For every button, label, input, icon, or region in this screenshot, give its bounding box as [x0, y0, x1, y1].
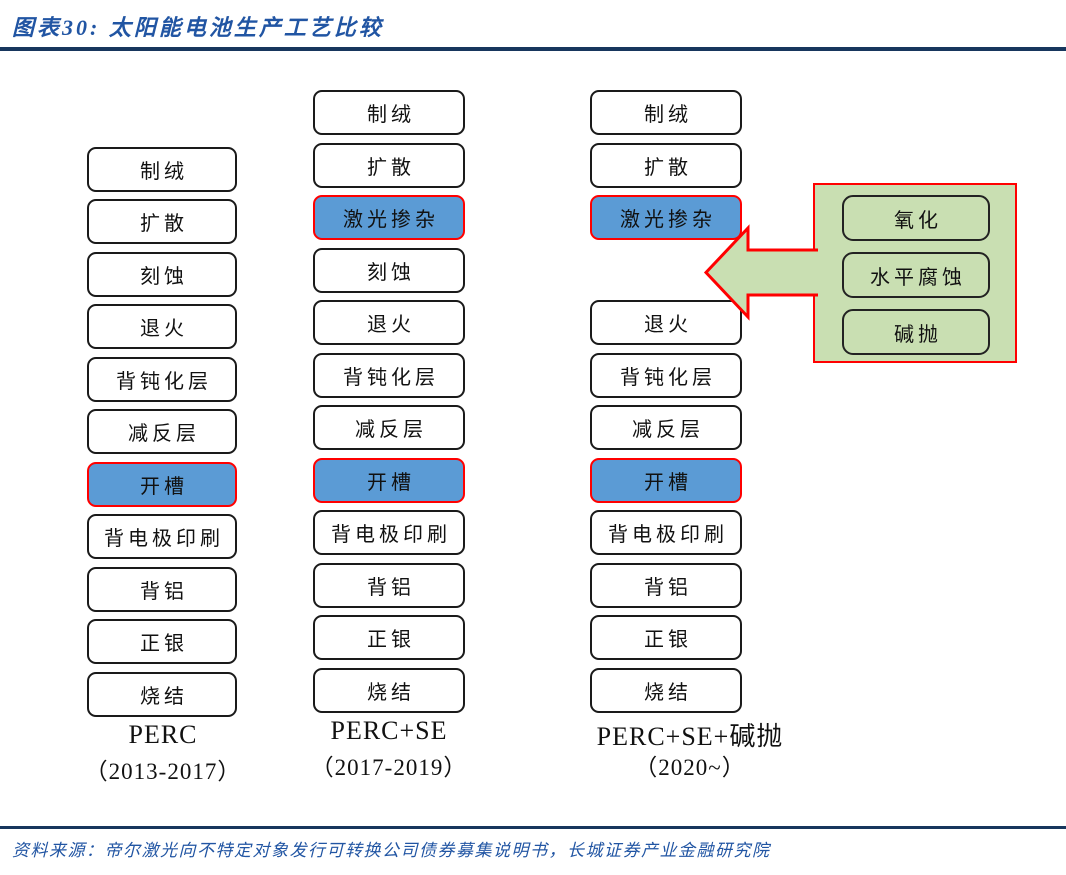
process-step-highlighted: 开槽: [87, 461, 237, 507]
footer-divider: [0, 826, 1066, 829]
process-step: 背铝: [87, 566, 237, 612]
process-step-highlighted: 激光掺杂: [313, 195, 465, 240]
process-step: 烧结: [313, 667, 465, 713]
column-label: PERC+SE: [330, 716, 448, 745]
process-step: 背钝化层: [590, 352, 742, 398]
process-step: 退火: [87, 304, 237, 349]
process-step: 退火: [590, 300, 742, 345]
process-step: 烧结: [590, 667, 742, 713]
process-step: 正银: [313, 615, 465, 660]
process-step: 烧结: [87, 671, 237, 717]
process-step: 刻蚀: [87, 251, 237, 297]
column-period: （2013-2017）: [84, 759, 242, 784]
source-note: 资料来源：帝尔激光向不特定对象发行可转换公司债券募集说明书，长城证券产业金融研究…: [12, 841, 771, 860]
process-step: 背铝: [313, 562, 465, 608]
title-divider: [0, 47, 1066, 51]
column-label: PERC: [128, 720, 198, 749]
callout-step: 碱抛: [842, 309, 990, 355]
process-step: 减反层: [313, 405, 465, 450]
column-period: （2017-2019）: [310, 755, 468, 780]
callout-step: 水平腐蚀: [842, 252, 990, 298]
column-period: （2020~）: [634, 755, 746, 780]
process-step-highlighted: 开槽: [313, 457, 465, 503]
column-label: PERC+SE+碱抛: [596, 722, 784, 751]
process-step: 背电极印刷: [313, 510, 465, 555]
process-step: 背电极印刷: [87, 514, 237, 559]
process-step-highlighted: 开槽: [590, 457, 742, 503]
process-step: 减反层: [87, 409, 237, 454]
process-step: 扩散: [313, 142, 465, 188]
process-step: 扩散: [87, 199, 237, 244]
process-step: 背钝化层: [313, 352, 465, 398]
process-step-highlighted: 激光掺杂: [590, 195, 742, 240]
process-step: 减反层: [590, 405, 742, 450]
callout-box: 氧化水平腐蚀碱抛: [813, 183, 1017, 363]
process-step: 正银: [590, 615, 742, 660]
process-step: 退火: [313, 300, 465, 345]
process-step: 背铝: [590, 562, 742, 608]
process-step: 制绒: [590, 90, 742, 135]
callout-step: 氧化: [842, 195, 990, 241]
process-step: 正银: [87, 619, 237, 664]
figure-title: 图表30: 太阳能电池生产工艺比较: [12, 15, 384, 40]
process-step: 刻蚀: [313, 247, 465, 293]
process-step: 制绒: [313, 90, 465, 135]
process-step: 背电极印刷: [590, 510, 742, 555]
process-step: 背钝化层: [87, 356, 237, 402]
process-step: 扩散: [590, 142, 742, 188]
process-step: 制绒: [87, 146, 237, 192]
